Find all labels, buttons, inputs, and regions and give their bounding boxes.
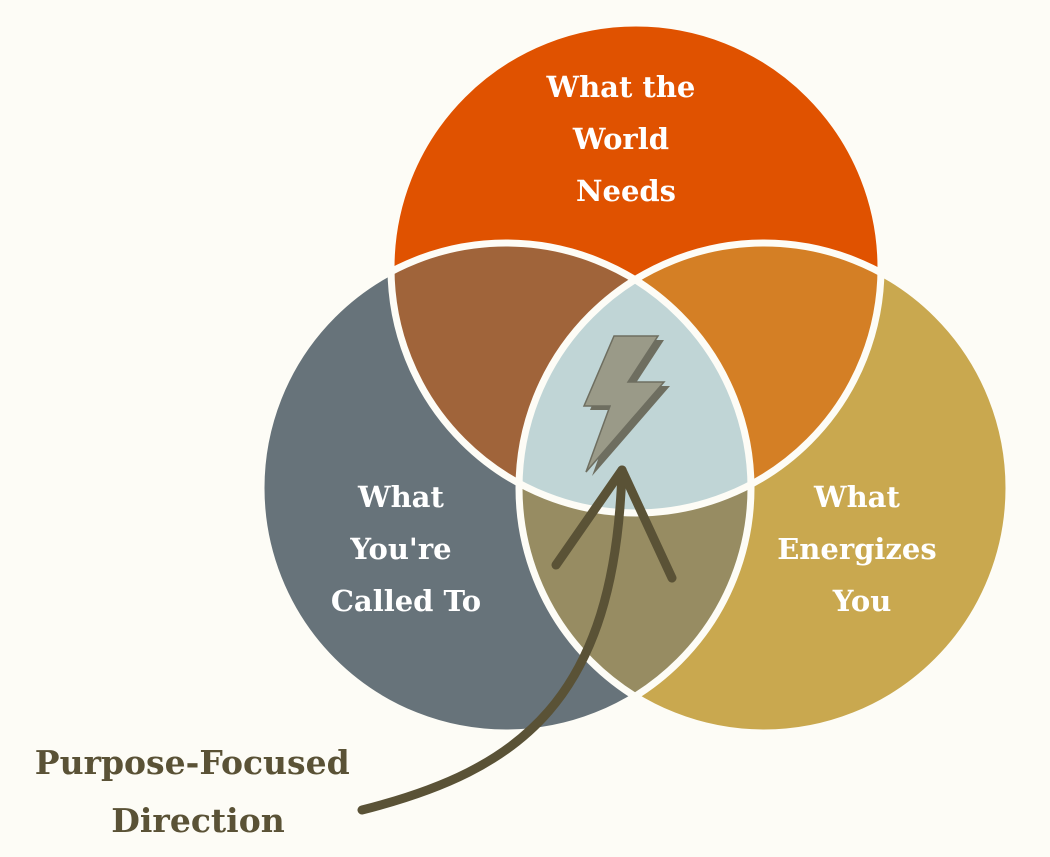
callout-line-1: Purpose-Focused [35, 743, 350, 782]
label-called-line-2: You're [349, 532, 451, 566]
callout-arrow [357, 465, 677, 815]
label-energizes-line-3: You [832, 584, 892, 618]
label-world-line-2: World [572, 122, 669, 156]
label-energizes-line-2: Energizes [777, 532, 936, 566]
label-world-line-1: What the [546, 70, 696, 104]
circle-outlines [257, 19, 1013, 737]
label-energizes-line-1: What [813, 480, 900, 514]
callout-label: Purpose-Focused Direction [35, 743, 361, 840]
label-world-needs: What the World Needs [546, 70, 706, 208]
label-called-line-1: What [357, 480, 444, 514]
label-energizes: What Energizes You [777, 480, 947, 618]
callout-line-2: Direction [111, 801, 284, 840]
label-called-line-3: Called To [331, 584, 481, 618]
label-world-line-3: Needs [576, 174, 676, 208]
label-called-to: What You're Called To [331, 480, 481, 618]
lightning-bolt-icon [582, 335, 670, 476]
